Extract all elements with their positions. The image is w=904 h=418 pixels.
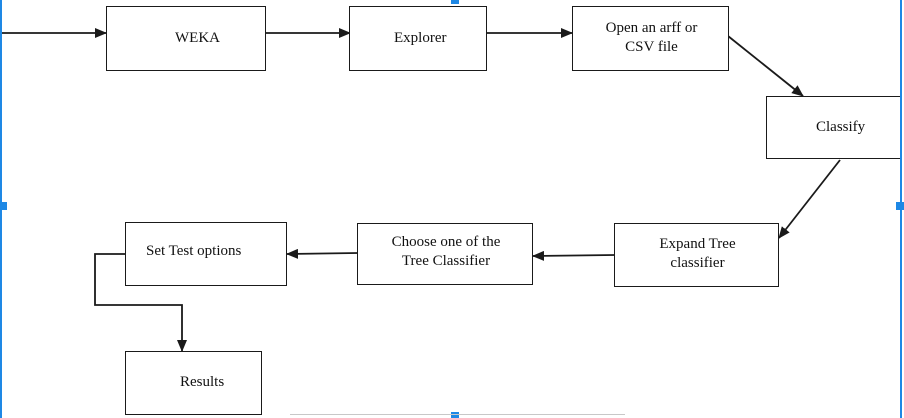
node-open-file-line-2: CSV file: [625, 39, 678, 55]
node-classify-label: Classify: [816, 119, 866, 135]
node-choose-tree-label: Choose one of the Tree Classifier: [358, 233, 534, 271]
node-explorer-label: Explorer: [394, 30, 447, 46]
selection-handle-right[interactable]: [896, 202, 904, 210]
selection-handle-left[interactable]: [0, 202, 7, 210]
edge-choose-tree-to-test-options: [286, 248, 359, 259]
node-weka: WEKA: [106, 6, 266, 71]
node-test-options: Set Test options: [125, 222, 287, 286]
edge-open-file-to-classify: [727, 35, 804, 97]
node-choose-tree-line-1: Choose one of the: [391, 234, 501, 250]
node-test-options-label: Set Test options: [146, 243, 242, 259]
edge-expand-tree-to-choose-tree: [532, 250, 616, 261]
node-expand-tree-label: Expand Tree classifier: [615, 235, 780, 273]
node-expand-tree: Expand Tree classifier: [614, 223, 779, 287]
node-choose-tree: Choose one of the Tree Classifier: [357, 223, 533, 285]
node-results: Results: [125, 351, 262, 415]
edge-classify-to-expand-tree: [778, 159, 841, 239]
node-expand-tree-line-1: Expand Tree: [659, 236, 736, 252]
selection-handle-bottom[interactable]: [451, 412, 459, 418]
bottom-divider: [290, 414, 625, 415]
node-expand-tree-line-2: classifier: [670, 255, 725, 271]
edge-test-options-to-results: [94, 253, 187, 352]
node-choose-tree-line-2: Tree Classifier: [401, 253, 491, 269]
node-open-file-line-1: Open an arff or: [605, 20, 698, 36]
selection-handle-top[interactable]: [451, 0, 459, 4]
node-results-label: Results: [180, 374, 225, 390]
node-explorer: Explorer: [349, 6, 487, 71]
node-weka-label: WEKA: [175, 30, 220, 46]
node-classify: Classify: [766, 96, 902, 159]
node-open-file: Open an arff or CSV file: [572, 6, 729, 71]
node-open-file-label: Open an arff or CSV file: [573, 19, 730, 57]
